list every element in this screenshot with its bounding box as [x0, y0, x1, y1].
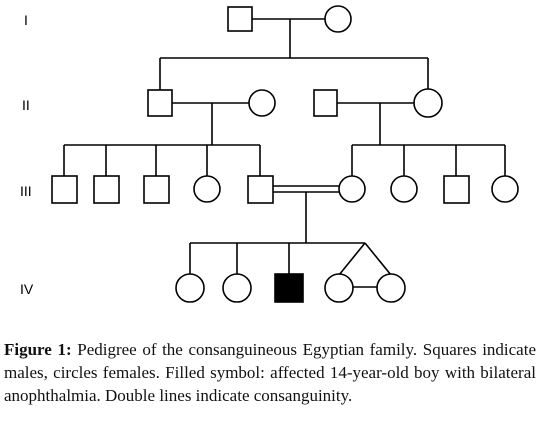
generation-label-4: IV: [20, 281, 34, 297]
individual-IV-4-female-twin: [324, 273, 354, 303]
individual-III-7-female: [390, 175, 418, 203]
individual-IV-3-male-affected: [274, 273, 304, 303]
individual-II-1-male: [147, 89, 173, 117]
individual-II-4-female: [413, 88, 443, 118]
generation-label-2: II: [22, 97, 30, 113]
twin-line-right: [364, 242, 392, 276]
individual-III-2-male: [93, 175, 120, 204]
generation-label-1: I: [24, 12, 28, 28]
caption-label: Figure 1:: [4, 340, 72, 359]
individual-II-3-male: [313, 89, 338, 117]
figure-caption: Figure 1: Pedigree of the consanguineous…: [4, 338, 536, 407]
individual-I-2-female: [324, 5, 352, 33]
individual-III-4-female: [193, 175, 221, 203]
individual-III-9-female: [491, 175, 519, 203]
generation-label-3: III: [20, 183, 32, 199]
individual-III-6-female: [338, 175, 366, 203]
individual-I-1-male: [227, 6, 253, 32]
pedigree-diagram: I II III IV: [20, 5, 519, 303]
individual-IV-5-female-twin: [376, 273, 406, 303]
individual-III-5-male: [247, 175, 274, 204]
individual-IV-2-female: [222, 273, 252, 303]
individual-III-3-male: [143, 175, 170, 204]
individual-II-2-female: [248, 89, 276, 117]
twin-line-left: [338, 242, 366, 276]
individual-III-1-male: [51, 175, 78, 204]
individual-III-8-male: [443, 175, 470, 204]
individual-IV-1-female: [175, 273, 205, 303]
caption-text: Pedigree of the consanguineous Egyptian …: [4, 340, 536, 405]
